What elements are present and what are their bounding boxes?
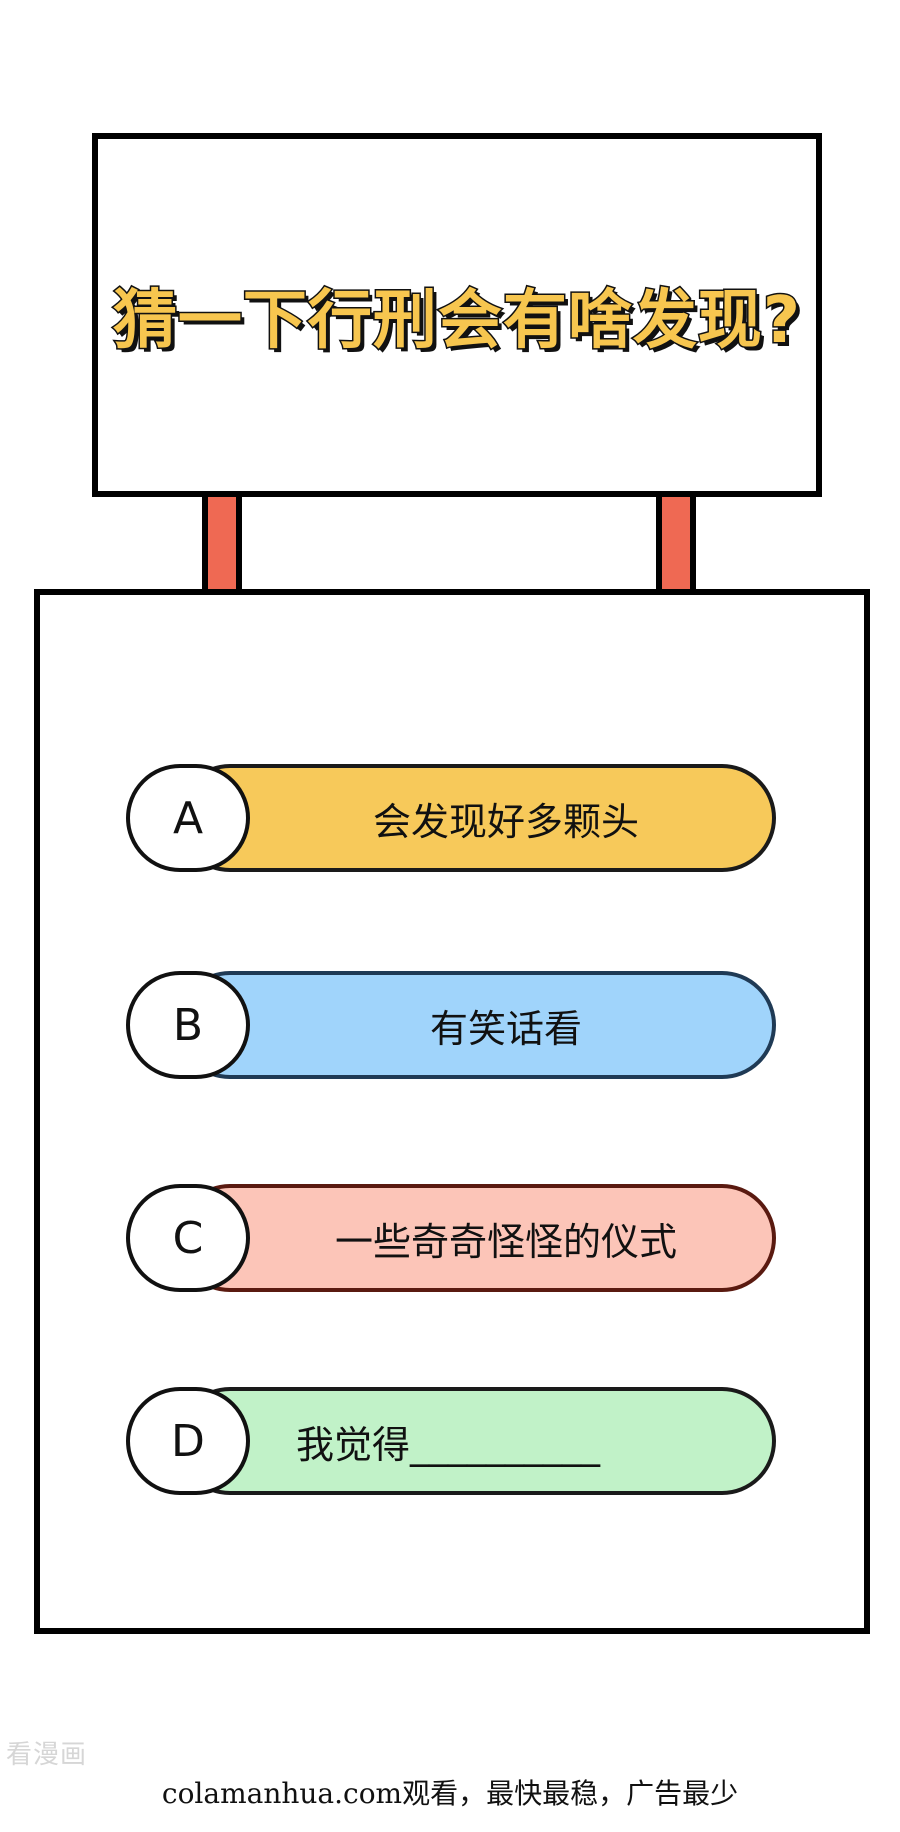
option-c[interactable]: 一些奇奇怪怪的仪式 C (126, 1184, 776, 1292)
option-a[interactable]: 会发现好多颗头 A (126, 764, 776, 872)
option-a-letter: A (172, 792, 204, 844)
option-b-letter: B (172, 999, 204, 1051)
option-b-text: 有笑话看 (429, 1006, 582, 1051)
sign-title: 猜一下行刑会有啥发现? (111, 283, 802, 360)
option-b-letter-badge: B (126, 971, 250, 1079)
sign-post-left (202, 497, 242, 589)
option-c-letter-badge: C (126, 1184, 250, 1292)
option-c-text: 一些奇奇怪怪的仪式 (334, 1219, 677, 1264)
option-c-letter: C (172, 1212, 204, 1264)
option-d-bar[interactable]: 我觉得__________ (176, 1387, 776, 1495)
option-d-letter-badge: D (126, 1387, 250, 1495)
option-d-letter: D (171, 1415, 205, 1467)
option-b-bar[interactable]: 有笑话看 (176, 971, 776, 1079)
watermark: 看漫画 (6, 1740, 88, 1770)
option-b[interactable]: 有笑话看 B (126, 971, 776, 1079)
option-a-text: 会发现好多颗头 (372, 799, 639, 844)
sign-post-right (656, 497, 696, 589)
option-d-text: 我觉得__________ (296, 1422, 601, 1467)
sign-board: 猜一下行刑会有啥发现? (92, 133, 822, 497)
option-d[interactable]: 我觉得__________ D (126, 1387, 776, 1495)
option-a-bar[interactable]: 会发现好多颗头 (176, 764, 776, 872)
footer-site-text: colamanhua.com观看，最快最稳，广告最少 (161, 1777, 739, 1810)
option-a-letter-badge: A (126, 764, 250, 872)
option-c-bar[interactable]: 一些奇奇怪怪的仪式 (176, 1184, 776, 1292)
